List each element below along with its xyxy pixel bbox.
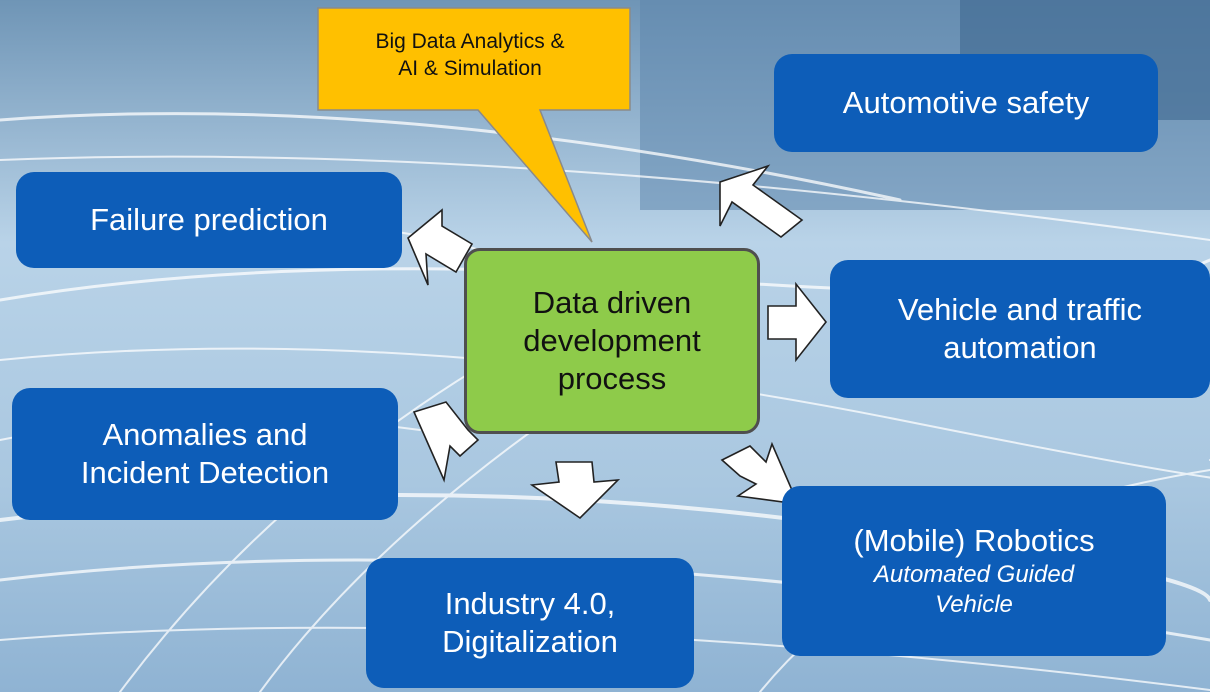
automotive-safety-label: Automotive safety <box>842 85 1090 121</box>
vehicle-traffic-line-2: automation <box>943 330 1097 365</box>
center-line-1: Data driven <box>532 285 692 321</box>
callout-line-2: AI & Simulation <box>398 57 542 81</box>
industry-line-1: Industry 4.0, <box>444 586 616 622</box>
robotics-title: (Mobile) Robotics <box>853 523 1095 559</box>
vehicle-traffic-box: Vehicle and traffic automation <box>830 260 1210 398</box>
callout-line-1: Big Data Analytics & <box>375 30 565 53</box>
anomalies-box: Anomalies and Incident Detection <box>12 388 398 520</box>
center-process-box: Data driven development process <box>464 248 760 434</box>
automotive-safety-box: Automotive safety <box>774 54 1158 152</box>
failure-prediction-label: Failure prediction <box>90 202 328 238</box>
center-line-2: development <box>523 323 701 359</box>
anomalies-line-1: Anomalies and <box>102 417 308 453</box>
industry-box: Industry 4.0, Digitalization <box>366 558 694 688</box>
vehicle-traffic-line-1: Vehicle and traffic <box>897 292 1143 328</box>
failure-prediction-box: Failure prediction <box>16 172 402 268</box>
robotics-box: (Mobile) Robotics Automated Guided Vehic… <box>782 486 1166 656</box>
anomalies-line-2: Incident Detection <box>80 455 330 490</box>
callout-text: Big Data Analytics & AI & Simulation <box>322 28 618 83</box>
industry-line-2: Digitalization <box>442 624 618 659</box>
robotics-subtitle-1: Automated Guided <box>873 560 1075 588</box>
center-line-3: process <box>557 360 667 396</box>
robotics-subtitle-2: Vehicle <box>935 590 1013 618</box>
